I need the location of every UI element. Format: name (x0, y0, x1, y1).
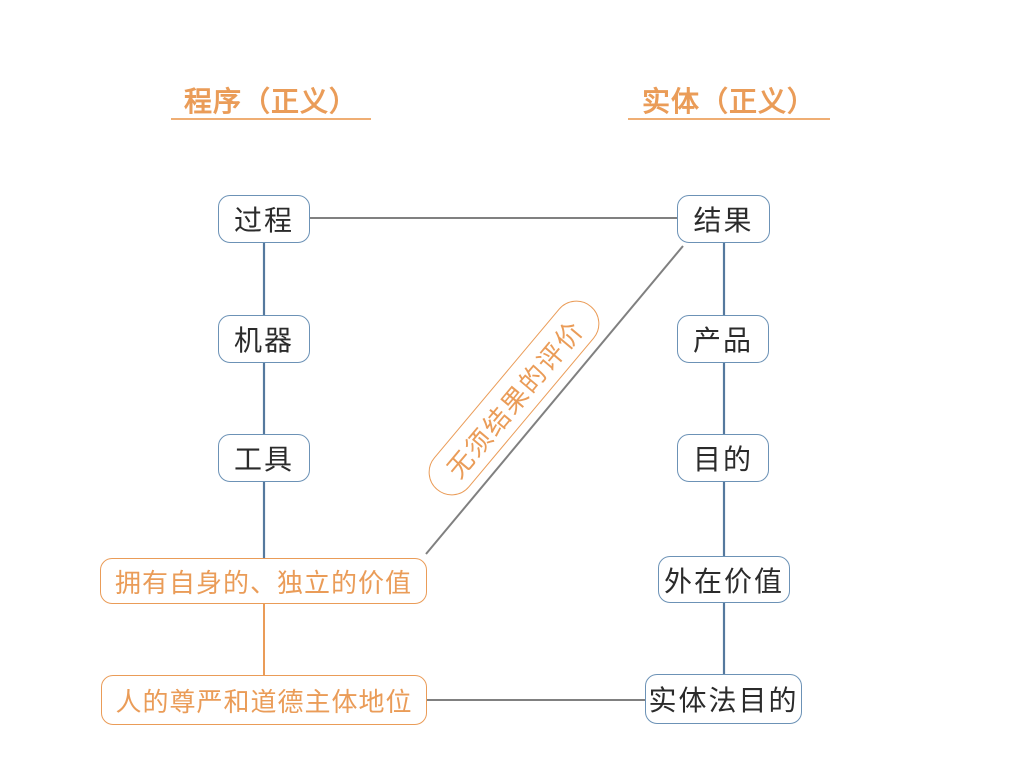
node-purpose: 目的 (677, 434, 769, 482)
header-substantive-justice: 实体（正义） (628, 80, 830, 120)
edge-result-independent-value (425, 245, 684, 555)
node-human-dignity: 人的尊严和道德主体地位 (101, 675, 427, 725)
node-machine: 机器 (218, 315, 310, 363)
header-procedural-justice: 程序（正义） (171, 80, 371, 120)
node-result: 结果 (677, 195, 770, 243)
node-external-value: 外在价值 (658, 556, 790, 603)
node-product: 产品 (677, 315, 769, 363)
node-substantive-law-purpose: 实体法目的 (645, 674, 802, 724)
node-tool: 工具 (218, 434, 310, 482)
node-independent-value: 拥有自身的、独立的价值 (100, 558, 427, 604)
node-process: 过程 (218, 195, 310, 243)
